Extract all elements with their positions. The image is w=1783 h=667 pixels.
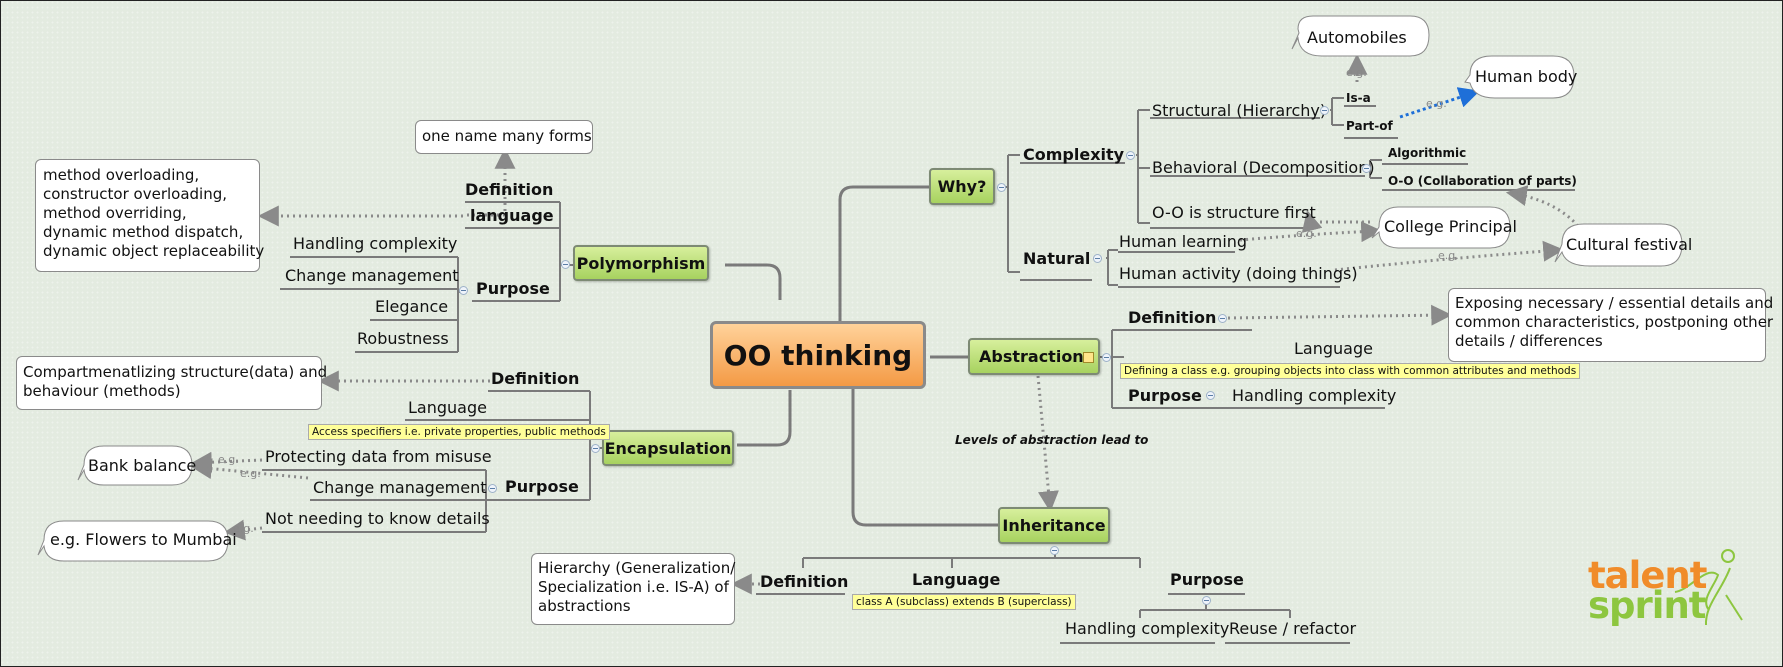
relationship-label[interactable]: Levels of abstraction lead to — [955, 433, 1149, 447]
oo-structure-first-topic[interactable]: O-O is structure first — [1152, 203, 1316, 222]
natural-topic[interactable]: Natural — [1023, 249, 1091, 268]
inheritance-reuse-refactor[interactable]: Reuse / refactor — [1229, 619, 1357, 638]
polymorphism-purpose-topic[interactable]: Purpose — [476, 279, 550, 298]
encapsulation-language-note: Access specifiers i.e. private propertie… — [308, 424, 610, 440]
polymorphism-purpose-collapse-toggle[interactable] — [459, 286, 468, 295]
encapsulation-purpose-topic[interactable]: Purpose — [505, 477, 579, 496]
eg-label: e.g. — [233, 522, 254, 535]
inheritance-definition-line-1: Hierarchy (Generalization/ — [538, 559, 736, 577]
encapsulation-protecting-data[interactable]: Protecting data from misuse — [265, 447, 492, 466]
polymorphism-definition-topic[interactable]: Definition — [465, 180, 554, 199]
polymorphism-robustness[interactable]: Robustness — [357, 329, 449, 348]
note-icon[interactable] — [1083, 352, 1094, 363]
part-of-topic[interactable]: Part-of — [1346, 119, 1393, 133]
inheritance-collapse-toggle[interactable] — [1050, 546, 1059, 555]
polymorphism-change-management[interactable]: Change management — [285, 266, 459, 285]
polymorphism-definition-box[interactable]: one name many forms — [415, 120, 593, 154]
abstraction-definition-collapse-toggle[interactable] — [1218, 314, 1227, 323]
encapsulation-definition-line-1: Compartmenatlizing structure(data) and — [23, 363, 328, 381]
encapsulation-collapse-toggle[interactable] — [591, 444, 600, 453]
bank-balance-callout[interactable]: Bank balance — [88, 456, 197, 475]
automobiles-callout[interactable]: Automobiles — [1307, 28, 1407, 47]
eg-label: e.g. — [240, 467, 261, 480]
abstraction-collapse-toggle[interactable] — [1102, 353, 1111, 362]
abstraction-definition-line-3: details / differences — [1455, 332, 1603, 350]
polymorphism-handling-complexity[interactable]: Handling complexity — [293, 234, 458, 253]
polymorphism-language-line-2: constructor overloading, — [43, 185, 228, 203]
eg-label: e.g. — [218, 453, 239, 466]
central-topic[interactable]: OO thinking — [710, 321, 926, 389]
inheritance-topic[interactable]: Inheritance — [998, 507, 1110, 544]
abstraction-topic[interactable]: Abstraction — [968, 338, 1100, 375]
polymorphism-topic[interactable]: Polymorphism — [573, 245, 709, 281]
polymorphism-language-line-5: dynamic object replaceability — [43, 242, 265, 260]
encapsulation-not-needing-details[interactable]: Not needing to know details — [265, 509, 490, 528]
eg-label: e.g. — [1438, 249, 1459, 262]
polymorphism-language-topic[interactable]: language — [470, 206, 554, 225]
polymorphism-language-box[interactable]: method overloading, constructor overload… — [35, 159, 265, 272]
encapsulation-definition-box[interactable]: Compartmenatlizing structure(data) and b… — [16, 356, 328, 410]
human-learning-topic[interactable]: Human learning — [1119, 232, 1248, 251]
polymorphism-language-line-3: method overriding, — [43, 204, 187, 222]
complexity-collapse-toggle[interactable] — [1126, 151, 1135, 160]
polymorphism-elegance[interactable]: Elegance — [375, 297, 449, 316]
why-collapse-toggle[interactable] — [997, 183, 1006, 192]
complexity-topic[interactable]: Complexity — [1023, 145, 1125, 164]
eg-label: e.g. — [1296, 227, 1317, 240]
structural-collapse-toggle[interactable] — [1320, 106, 1329, 115]
behavioral-collapse-toggle[interactable] — [1362, 164, 1371, 173]
encapsulation-purpose-collapse-toggle[interactable] — [488, 484, 497, 493]
why-topic[interactable]: Why? — [929, 168, 995, 205]
natural-collapse-toggle[interactable] — [1093, 254, 1102, 263]
abstraction-purpose-collapse-toggle[interactable] — [1206, 391, 1215, 400]
polymorphism-collapse-toggle[interactable] — [561, 260, 570, 269]
logo-line-1: talent — [1588, 554, 1707, 597]
is-a-topic[interactable]: Is-a — [1346, 91, 1371, 105]
abstraction-purpose-topic[interactable]: Purpose — [1128, 386, 1202, 405]
abstraction-definition-line-1: Exposing necessary / essential details a… — [1455, 294, 1774, 312]
encapsulation-definition-topic[interactable]: Definition — [491, 369, 580, 388]
algorithmic-topic[interactable]: Algorithmic — [1388, 146, 1467, 160]
abstraction-handling-complexity-topic[interactable]: Handling complexity — [1232, 386, 1397, 405]
human-activity-topic[interactable]: Human activity (doing things) — [1119, 264, 1358, 283]
oo-collaboration-topic[interactable]: O-O (Collaboration of parts) — [1388, 174, 1577, 188]
logo-line-2: sprint — [1588, 584, 1706, 627]
polymorphism-language-line-1: method overloading, — [43, 166, 200, 184]
inheritance-definition-line-2: Specialization i.e. IS-A) of — [538, 578, 729, 596]
human-body-callout[interactable]: Human body — [1475, 67, 1578, 86]
eg-label: e.g. — [1346, 66, 1367, 79]
inheritance-definition-topic[interactable]: Definition — [760, 572, 849, 591]
structural-hierarchy-topic[interactable]: Structural (Hierarchy) — [1152, 101, 1327, 120]
abstraction-language-topic[interactable]: Language — [1294, 339, 1373, 358]
eg-label: e.g. — [1426, 97, 1447, 110]
abstraction-definition-line-2: common characteristics, postponing other — [1455, 313, 1774, 331]
encapsulation-change-management[interactable]: Change management — [313, 478, 487, 497]
abstraction-language-note: Defining a class e.g. grouping objects i… — [1120, 363, 1581, 379]
flowers-to-mumbai-callout[interactable]: e.g. Flowers to Mumbai — [50, 530, 237, 549]
inheritance-purpose-topic[interactable]: Purpose — [1170, 570, 1244, 589]
encapsulation-definition-line-2: behaviour (methods) — [23, 382, 181, 400]
college-principal-callout[interactable]: College Principal — [1384, 217, 1517, 236]
behavioral-decomposition-topic[interactable]: Behavioral (Decomposition) — [1152, 158, 1375, 177]
abstraction-definition-topic[interactable]: Definition — [1128, 308, 1217, 327]
abstraction-label: Abstraction — [979, 347, 1084, 366]
inheritance-purpose-collapse-toggle[interactable] — [1202, 596, 1211, 605]
inheritance-definition-box[interactable]: Hierarchy (Generalization/ Specializatio… — [531, 553, 735, 625]
encapsulation-topic[interactable]: Encapsulation — [602, 430, 734, 466]
inheritance-handling-complexity[interactable]: Handling complexity — [1065, 619, 1230, 638]
inheritance-language-topic[interactable]: Language — [912, 570, 1001, 589]
encapsulation-language-topic[interactable]: Language — [408, 398, 487, 417]
inheritance-definition-line-3: abstractions — [538, 597, 631, 615]
cultural-festival-callout[interactable]: Cultural festival — [1566, 235, 1693, 254]
polymorphism-language-line-4: dynamic method dispatch, — [43, 223, 244, 241]
inheritance-language-note: class A (subclass) extends B (superclass… — [852, 594, 1076, 610]
abstraction-definition-box[interactable]: Exposing necessary / essential details a… — [1448, 288, 1774, 362]
